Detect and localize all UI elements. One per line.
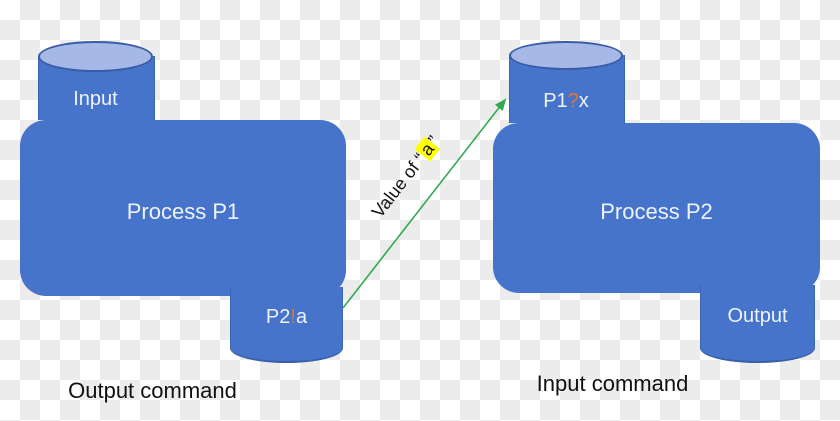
p1-output-port-label: P2!a [230,306,343,329]
arrow-line [342,98,507,309]
p1-caption: Output command [68,378,237,403]
p2-process-rect: Process P2 [493,123,820,293]
arrow-value-label: Value of “a” [368,132,445,222]
p2-port-var: x [578,90,589,112]
p1-process-label: Process P1 [126,199,240,224]
p2-port-prefix: P1 [543,90,568,112]
p1-port-prefix: P2 [265,306,291,328]
p2-output-label: Output [727,305,788,327]
p2-caption: Input command [536,371,689,396]
arrow-label-prefix: Value of “ [367,149,431,222]
p1-port-operator: ! [290,306,296,328]
p2-port-operator: ? [567,90,579,112]
p2-process-label: Process P2 [600,198,713,224]
p2-input-port-label: P1?x [509,90,623,113]
p1-input-label: Input [73,88,118,110]
p1-process-rect: Process P1 [20,120,346,296]
p1-port-var: a [295,306,308,328]
p1-output-port-cylinder [230,287,343,363]
p2-output-cylinder [700,285,815,363]
p2-input-port-cylinder-top [509,41,623,70]
p1-input-cylinder-top [38,41,153,72]
